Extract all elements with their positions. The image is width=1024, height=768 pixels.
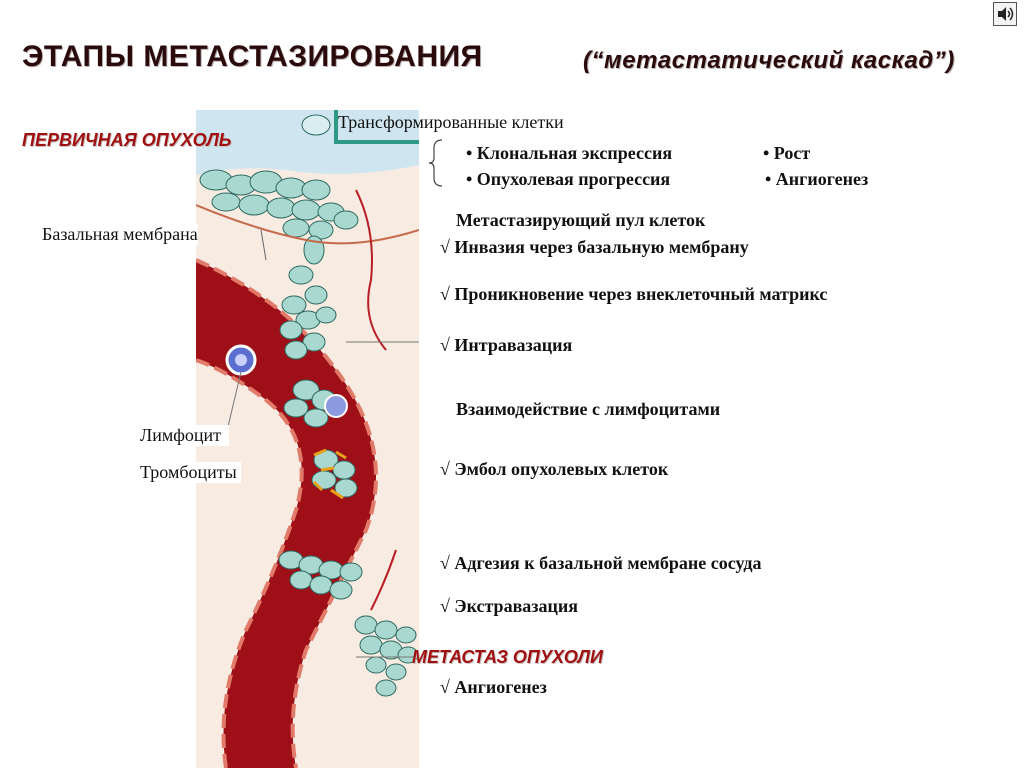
transformed-cell <box>301 114 331 136</box>
adhesion-step: √ Адгезия к базальной мембране сосуда <box>440 553 762 573</box>
adhering-cells <box>278 550 363 600</box>
speaker-sound-button[interactable] <box>993 2 1017 26</box>
capillary-2 <box>370 549 397 611</box>
growth-item: • Рост <box>763 143 811 163</box>
capillary-1 <box>355 189 387 351</box>
platelets-label: Тромбоциты <box>140 462 241 483</box>
angiogenesis-item-1: • Ангиогенез <box>765 169 869 189</box>
metastasis-heading: МЕТАСТАЗ ОПУХОЛИ <box>412 647 603 667</box>
speaker-sound-icon <box>998 7 1014 21</box>
embolus-step: √ Эмбол опухолевых клеток <box>440 459 669 479</box>
transformed-cells-label: Трансформированные клетки <box>338 112 564 132</box>
platelets <box>312 448 347 500</box>
page-subtitle: (“метастатический каскад”) <box>583 47 955 74</box>
angiogenesis-step-2: √ Ангиогенез <box>440 677 547 697</box>
penetration-step: √ Проникновение через внеклеточный матри… <box>440 284 828 304</box>
metastasis-illustration <box>196 110 419 768</box>
invading-cells <box>279 265 337 360</box>
primary-tumor-heading: ПЕРВИЧНАЯ ОПУХОЛЬ <box>22 130 232 150</box>
clonal-expression-item: • Клональная экспрессия <box>466 143 673 163</box>
vessel-wall-outer <box>196 258 378 768</box>
metastasis-cells <box>354 615 419 697</box>
primary-tumor-cells <box>199 169 359 265</box>
tumor-progression-item: • Опухолевая прогрессия <box>466 169 671 189</box>
transformed-cells-frame <box>334 110 419 144</box>
basal-membrane-label: Базальная мембрана <box>42 224 198 245</box>
lymphocyte-interaction-label: Взаимодействие с лимфоцитами <box>456 399 721 419</box>
blood-vessel <box>196 260 376 768</box>
lymphocyte-cell-2 <box>324 394 348 418</box>
bracket-icon <box>428 139 443 187</box>
metastasizing-pool-label: Метастазирующий пул клеток <box>456 210 706 230</box>
page-title: ЭТАПЫ МЕТАСТАЗИРОВАНИЯ <box>22 40 483 73</box>
basal-membrane-line <box>196 204 419 245</box>
invasion-step: √ Инвазия через базальную мембрану <box>440 237 749 257</box>
intravasation-step: √ Интравазация <box>440 335 573 355</box>
lymphocyte-label: Лимфоцит <box>140 425 230 446</box>
epithelium-surface <box>196 110 419 175</box>
vessel-wall-inner <box>196 358 304 768</box>
extravasation-step: √ Экстравазация <box>440 596 579 616</box>
